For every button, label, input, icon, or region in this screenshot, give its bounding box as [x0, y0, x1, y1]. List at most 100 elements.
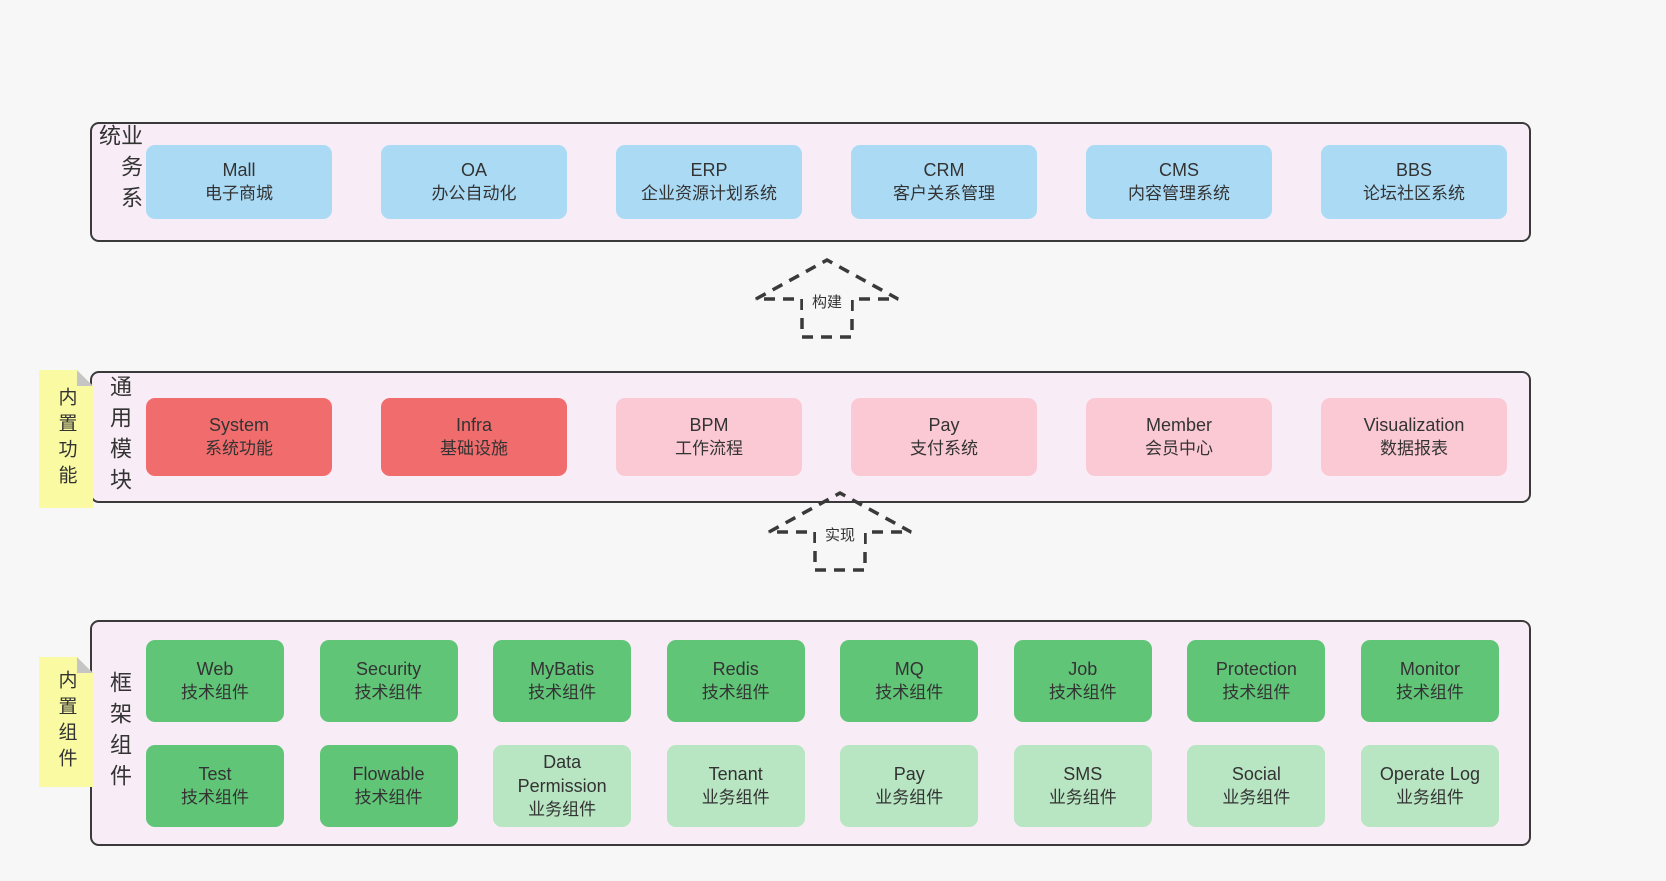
build-arrow-label: 构建: [812, 294, 842, 311]
box-subtitle: 会员中心: [1145, 439, 1213, 458]
box-subtitle: 技术组件: [181, 787, 249, 807]
box-subtitle: 技术组件: [1222, 682, 1291, 702]
common-modules-side-label: 通用模块: [107, 375, 132, 499]
box-title: Security: [356, 658, 422, 679]
box-title: System: [208, 415, 269, 435]
box-title: Test: [198, 763, 232, 784]
box-subtitle: 基础设施: [440, 439, 508, 458]
box-subtitle: 内容管理系统: [1128, 184, 1230, 203]
box-title: BBS: [1395, 160, 1433, 180]
box-crm: CRM 客户关系管理: [851, 145, 1037, 219]
folded-corner-icon: [77, 370, 93, 386]
box-mq: MQ 技术组件: [840, 639, 979, 722]
box-subtitle: 技术组件: [1048, 682, 1117, 702]
box-protection: Protection 技术组件: [1187, 639, 1326, 722]
box-title: Mall: [222, 160, 256, 180]
box-sms: SMS 业务组件: [1013, 744, 1152, 827]
builtin-components-tab-label: 内置组件: [55, 670, 77, 774]
box-title: Web: [196, 658, 234, 679]
box-subtitle: 业务组件: [1395, 787, 1464, 807]
box-subtitle: 技术组件: [1395, 682, 1464, 702]
build-arrow: 构建: [752, 255, 902, 341]
box-subtitle: 论坛社区系统: [1363, 184, 1465, 203]
box-subtitle: 业务组件: [528, 799, 597, 819]
box-infra: Infra 基础设施: [381, 398, 567, 476]
box-title: Social: [1231, 763, 1281, 784]
builtin-features-tab: 内置功能: [39, 370, 93, 508]
box-title: CMS: [1159, 160, 1199, 180]
box-title: Job: [1068, 658, 1098, 679]
box-job: Job 技术组件: [1013, 639, 1152, 722]
business-systems-side-label: 业务系统: [96, 124, 143, 217]
box-title: Infra: [455, 415, 493, 435]
box-title: BPM: [689, 415, 729, 435]
box-subtitle: 技术组件: [181, 682, 249, 702]
box-pay: Pay 支付系统: [851, 398, 1037, 476]
box-subtitle: 技术组件: [528, 682, 597, 702]
box-visualization: Visualization 数据报表: [1321, 398, 1507, 476]
common-modules-boxes: System 系统功能 Infra 基础设施 BPM 工作流程 Pay 支付系统 Member 会…: [146, 398, 1529, 476]
builtin-features-tab-label: 内置功能: [55, 387, 77, 491]
box-tenant: Tenant 业务组件: [666, 744, 805, 827]
box-subtitle: 客户关系管理: [893, 184, 995, 203]
box-subtitle: 业务组件: [875, 787, 944, 807]
box-subtitle: 技术组件: [875, 682, 944, 702]
implement-arrow-label: 实现: [825, 527, 855, 544]
box-data-permission: Data Permission 业务组件: [493, 744, 632, 827]
box-title: CRM: [923, 160, 965, 180]
box-redis: Redis 技术组件: [666, 639, 805, 722]
box-title: Flowable: [352, 763, 425, 784]
box-cms: CMS 内容管理系统: [1086, 145, 1272, 219]
box-security: Security 技术组件: [319, 639, 458, 722]
box-bpm: BPM 工作流程: [616, 398, 802, 476]
box-web: Web 技术组件: [146, 639, 284, 722]
box-title: Visualization: [1363, 415, 1465, 435]
box-subtitle: 业务组件: [1222, 787, 1291, 807]
box-subtitle: 技术组件: [701, 682, 770, 702]
box-member: Member 会员中心: [1086, 398, 1272, 476]
folded-corner-icon: [77, 657, 93, 673]
box-subtitle: 数据报表: [1380, 439, 1448, 458]
builtin-components-tab: 内置组件: [39, 657, 93, 787]
dashed-up-arrow-icon: 实现: [768, 491, 912, 572]
box-subtitle: 支付系统: [910, 439, 978, 458]
box-mybatis: MyBatis 技术组件: [493, 639, 632, 722]
box-title: MQ: [894, 658, 924, 679]
box-title: Member: [1145, 415, 1212, 435]
box-subtitle: 业务组件: [701, 787, 770, 807]
framework-components-side-label: 框架组件: [107, 671, 132, 795]
box-title: OA: [460, 160, 487, 180]
box-title: Data Permission: [517, 751, 607, 796]
box-title: Pay: [928, 415, 960, 435]
box-title: SMS: [1063, 763, 1103, 784]
box-flowable: Flowable 技术组件: [319, 744, 458, 827]
box-subtitle: 系统功能: [205, 439, 273, 458]
box-system: System 系统功能: [146, 398, 332, 476]
box-title: MyBatis: [530, 658, 595, 679]
box-title: Redis: [712, 658, 759, 679]
box-title: Tenant: [708, 763, 763, 784]
box-social: Social 业务组件: [1187, 744, 1326, 827]
box-subtitle: 业务组件: [1048, 787, 1117, 807]
box-subtitle: 技术组件: [354, 787, 423, 807]
implement-arrow: 实现: [765, 488, 915, 574]
box-subtitle: 工作流程: [675, 439, 743, 458]
box-title: Operate Log: [1379, 763, 1480, 784]
dashed-up-arrow-icon: 构建: [755, 258, 899, 339]
box-title: Monitor: [1399, 658, 1460, 679]
box-operate-log: Operate Log 业务组件: [1360, 744, 1499, 827]
box-title: Protection: [1215, 658, 1297, 679]
box-subtitle: 技术组件: [354, 682, 423, 702]
box-title: ERP: [690, 160, 728, 180]
